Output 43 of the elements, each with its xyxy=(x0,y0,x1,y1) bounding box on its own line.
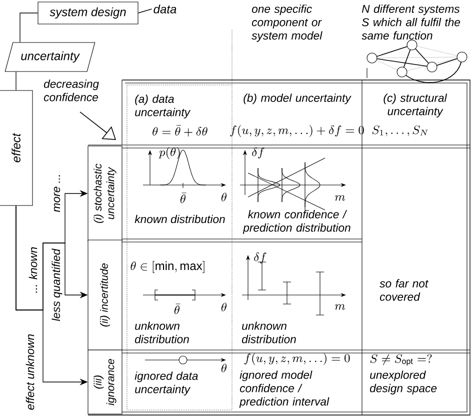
edge-label: effect unknown xyxy=(25,333,35,411)
data-label: data xyxy=(154,4,176,14)
formula: $\theta \in [\min,\max]$ xyxy=(130,260,204,273)
row-header-cell: (iii) ignorance xyxy=(88,350,122,414)
connector-line xyxy=(138,8,152,14)
formula: $f(u,y,z,m,\ldots) = 0$ xyxy=(244,352,350,365)
edge-label: more ... xyxy=(53,173,61,213)
axis-label: $\theta$ xyxy=(221,192,227,202)
axis-label: $\theta$ xyxy=(221,302,227,312)
column-header: (b) model uncertainty xyxy=(244,94,352,104)
axis-label: $\delta f$ xyxy=(252,147,264,158)
axis-label: $p(\theta)$ xyxy=(158,146,180,159)
cell-text: known confidence / prediction distribution xyxy=(242,210,350,234)
note-text: N different systems S which all fulfil the same function xyxy=(362,4,460,40)
branch-label: ... known xyxy=(28,247,38,293)
formula: $S_1,\ldots,S_N$ xyxy=(372,125,428,136)
axis-label: $m$ xyxy=(334,195,346,201)
cell-text: ignored model confidence / prediction interval xyxy=(239,370,330,408)
formula: $\theta = \bar{\theta} + \delta\theta$ xyxy=(152,125,208,137)
cell-text: unknown distribution xyxy=(242,322,296,344)
axis-label: $\bar{\theta}$ xyxy=(174,304,180,314)
formula: $S \neq S_{\mathrm{opt}} = ?$ xyxy=(370,354,432,366)
row-header-cell: (i) stochastic uncertainty xyxy=(88,146,122,242)
process-box: system design xyxy=(38,2,138,24)
cell-text: ignored data uncertainty xyxy=(134,372,198,396)
axis-label: $m$ xyxy=(334,304,346,310)
row-header-cell: (ii) incertitude xyxy=(88,240,122,350)
column-header: (c) structural uncertainty xyxy=(384,94,448,118)
column-header: (a) data uncertainty xyxy=(135,94,191,118)
input-parallelogram: uncertainty xyxy=(4,42,96,72)
axis-label: $\bar{\theta}$ xyxy=(180,192,186,204)
note-text: one specific component or system model xyxy=(252,4,322,42)
axis-label: $\theta$ xyxy=(221,364,227,372)
cell-text: unexplored design space xyxy=(370,370,437,394)
axis-label: $\delta f$ xyxy=(254,252,266,264)
connector-line xyxy=(20,12,38,43)
cell-text: known distribution xyxy=(134,214,225,224)
process-box: effect xyxy=(0,90,33,206)
cell-text: so far not covered xyxy=(380,279,428,301)
edge-label: less quantified xyxy=(51,248,63,322)
note-text: decreasing confidence xyxy=(44,80,99,102)
formula: $f(u,y,z,m,\ldots) + \delta f = 0$ xyxy=(230,124,364,137)
cell-text: unknown distribution xyxy=(134,322,189,344)
